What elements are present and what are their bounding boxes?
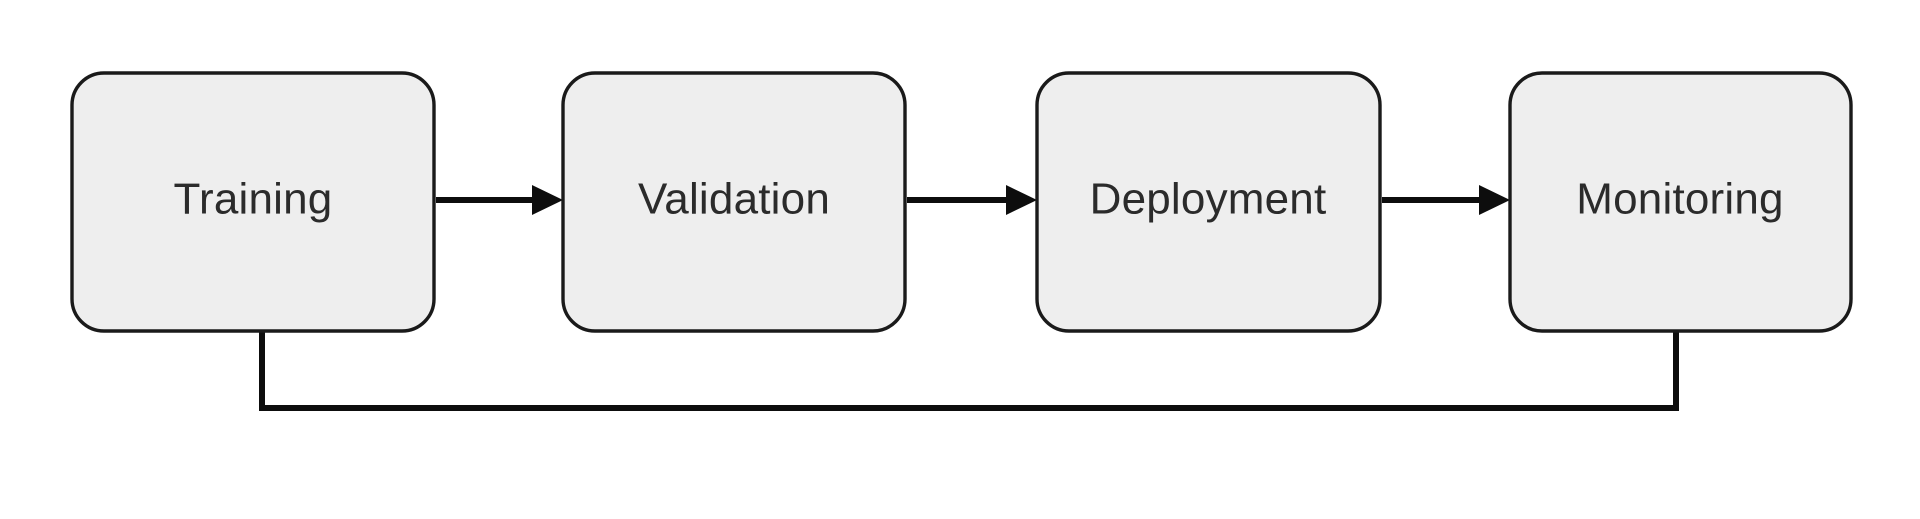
node-validation[interactable]: Validation [561, 71, 907, 333]
arrowhead-icon-training-validation [532, 185, 563, 215]
node-validation-label: Validation [638, 175, 830, 224]
node-group: Training Validation Deployment Monitorin… [70, 71, 1853, 333]
node-deployment-shape[interactable] [1035, 71, 1382, 333]
node-training[interactable]: Training [70, 71, 436, 333]
edge-group [246, 185, 1679, 411]
node-monitoring[interactable]: Monitoring [1508, 71, 1853, 333]
edge-line-feedback-loop [259, 308, 1679, 411]
node-deployment[interactable]: Deployment [1035, 71, 1382, 333]
edge-deployment-to-monitoring [1382, 185, 1510, 215]
arrowhead-icon-validation-deployment [1006, 185, 1037, 215]
node-training-shape[interactable] [70, 71, 436, 333]
edge-training-to-validation [436, 185, 563, 215]
edge-monitoring-to-training-feedback [246, 277, 1679, 411]
node-training-label: Training [174, 175, 333, 224]
node-monitoring-shape[interactable] [1508, 71, 1853, 333]
node-monitoring-label: Monitoring [1576, 175, 1783, 224]
arrowhead-icon-deployment-monitoring [1479, 185, 1510, 215]
node-deployment-label: Deployment [1090, 175, 1327, 224]
node-validation-shape[interactable] [561, 71, 907, 333]
edge-validation-to-deployment [907, 185, 1037, 215]
